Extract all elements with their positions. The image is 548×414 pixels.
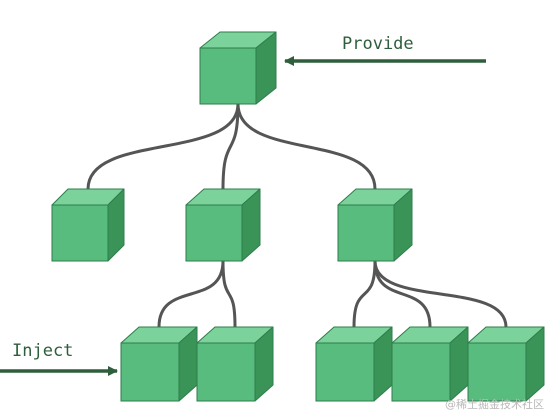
- child-cube-1-front-face: [51, 204, 109, 262]
- child-cube-1: [51, 188, 125, 262]
- connector-child-2-to-grandchild-2: [221, 259, 237, 329]
- child-cube-2-front-face: [185, 204, 243, 262]
- grandchild-cube-2: [196, 326, 274, 402]
- tree-connectors: [86, 102, 508, 329]
- grandchild-cube-3: [315, 326, 393, 402]
- provide-annotation: Provide: [284, 34, 486, 66]
- grandchild-cube-4: [391, 326, 469, 402]
- inject-annotation: Inject: [0, 341, 118, 376]
- inject-label: Inject: [12, 341, 73, 361]
- connector-child-2-to-grandchild-1: [157, 259, 225, 329]
- grandchild-cube-3-front-face: [315, 342, 375, 402]
- connector-root-to-child-3: [236, 102, 377, 191]
- grandchild-cube-5-front-face: [467, 342, 527, 402]
- root-cube-front-face: [199, 47, 257, 105]
- root-cube: [199, 31, 277, 105]
- connector-child-3-to-grandchild-4: [373, 259, 432, 329]
- grandchild-cube-5: [467, 326, 545, 402]
- connector-root-to-child-1: [86, 102, 240, 191]
- connector-child-3-to-grandchild-3: [352, 259, 377, 329]
- child-cube-2: [185, 188, 261, 262]
- tree-nodes: [51, 31, 545, 402]
- child-cube-3-front-face: [337, 204, 395, 262]
- grandchild-cube-4-front-face: [391, 342, 451, 402]
- child-cube-3: [337, 188, 413, 262]
- connector-child-3-to-grandchild-5: [373, 259, 508, 329]
- grandchild-cube-1: [120, 326, 198, 402]
- grandchild-cube-1-front-face: [120, 342, 180, 402]
- watermark-text: @稀土掘金技术社区: [445, 397, 544, 411]
- grandchild-cube-2-front-face: [196, 342, 256, 402]
- connector-root-to-child-2: [221, 102, 240, 191]
- provide-label: Provide: [342, 34, 414, 54]
